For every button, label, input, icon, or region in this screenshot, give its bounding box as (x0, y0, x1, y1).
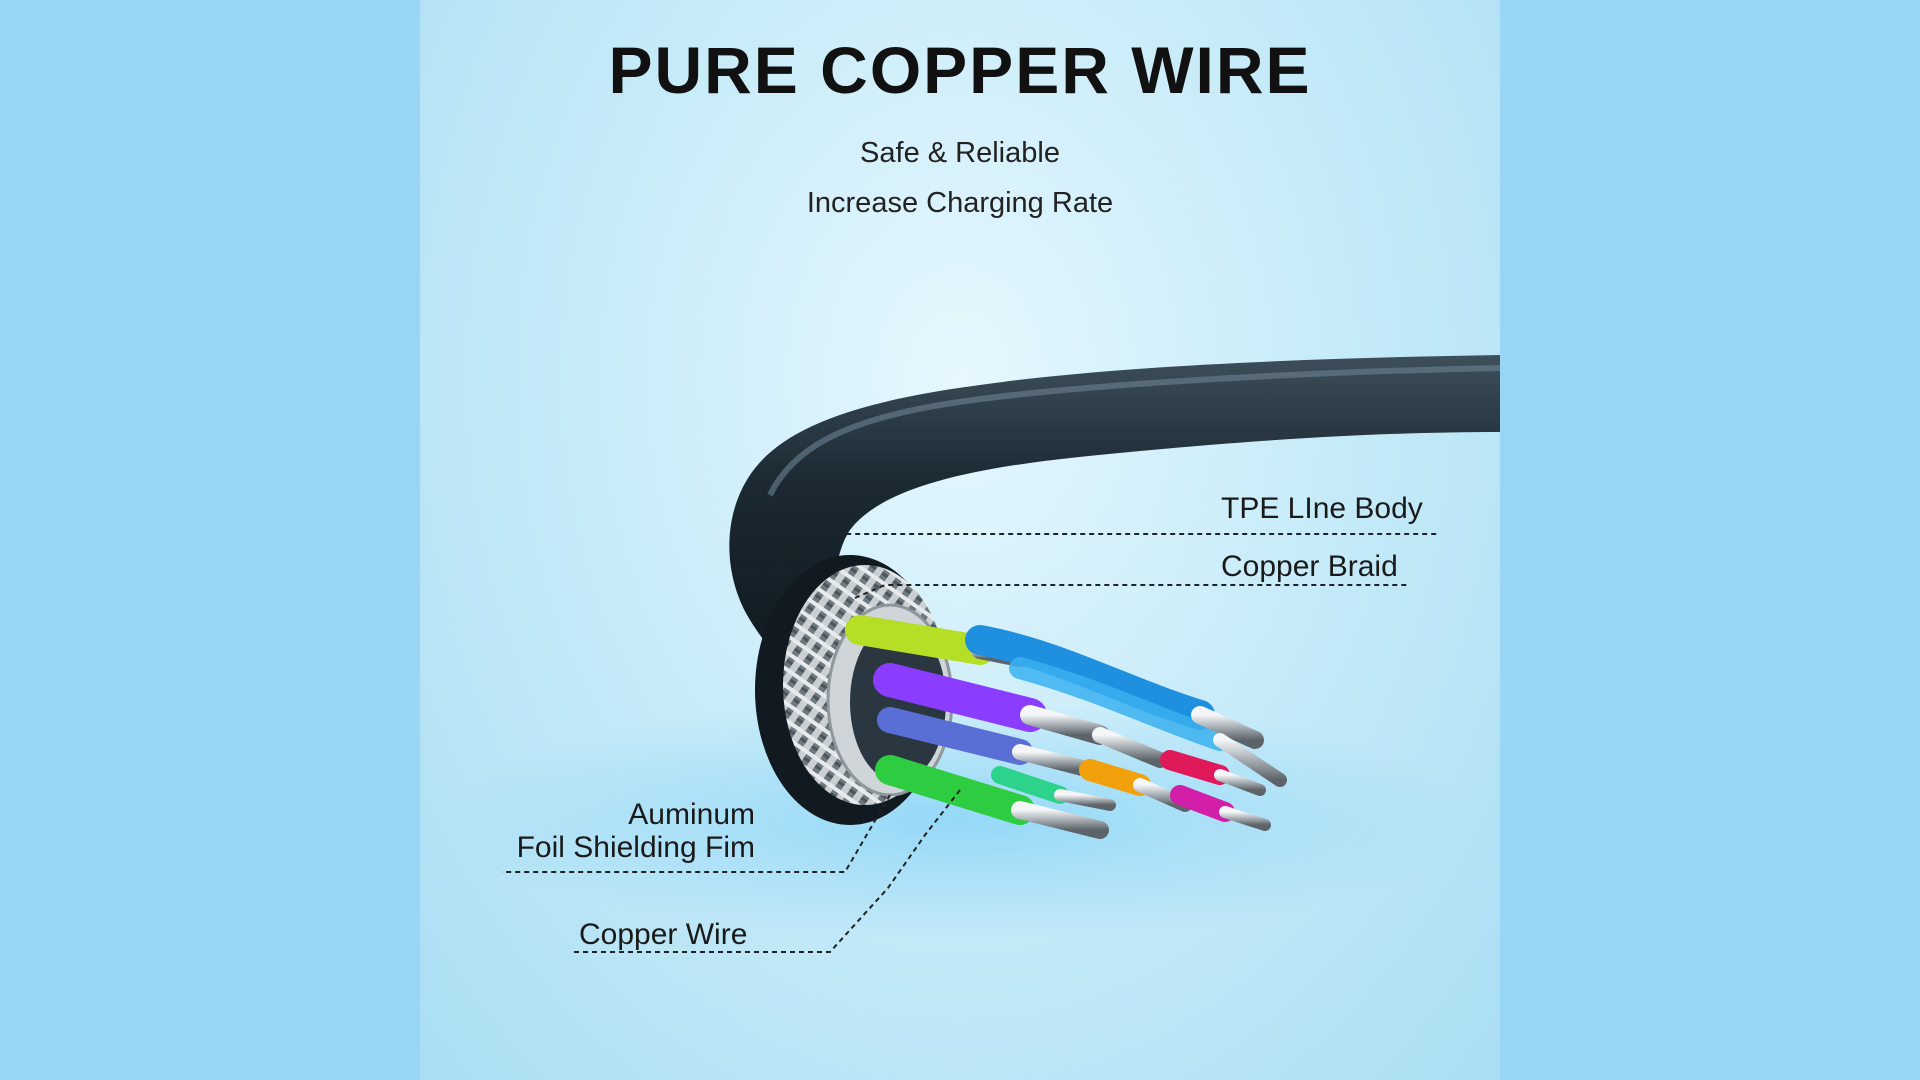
cable-highlight (767, 365, 1500, 497)
page-title: PURE COPPER WIRE (608, 33, 1312, 107)
floor-reflection (440, 700, 1480, 940)
cable-illustration (440, 355, 1500, 953)
tpe-leader (779, 533, 1437, 566)
label-tpe-line-body: TPE LIne Body (1221, 492, 1423, 525)
wire-leader (570, 789, 961, 953)
label-foil-shielding: Auminum Foil Shielding Fim (517, 798, 755, 864)
label-foil-line1: Auminum (628, 798, 755, 831)
callout-lines (502, 533, 1437, 953)
braid-leader (854, 584, 1410, 599)
cable-jacket (729, 355, 1500, 700)
subtitle-safe-reliable: Safe & Reliable (860, 137, 1060, 169)
inner-wires (845, 615, 1287, 839)
product-image-panel: PURE COPPER WIRE Safe & Reliable Increas… (420, 0, 1500, 1080)
label-foil-line2: Foil Shielding Fim (516, 831, 755, 864)
foil-leader (502, 794, 891, 873)
subtitle-charging-rate: Increase Charging Rate (806, 187, 1114, 219)
foil-inner (850, 622, 946, 782)
label-copper-braid: Copper Braid (1221, 550, 1398, 583)
label-copper-wire: Copper Wire (579, 918, 748, 951)
